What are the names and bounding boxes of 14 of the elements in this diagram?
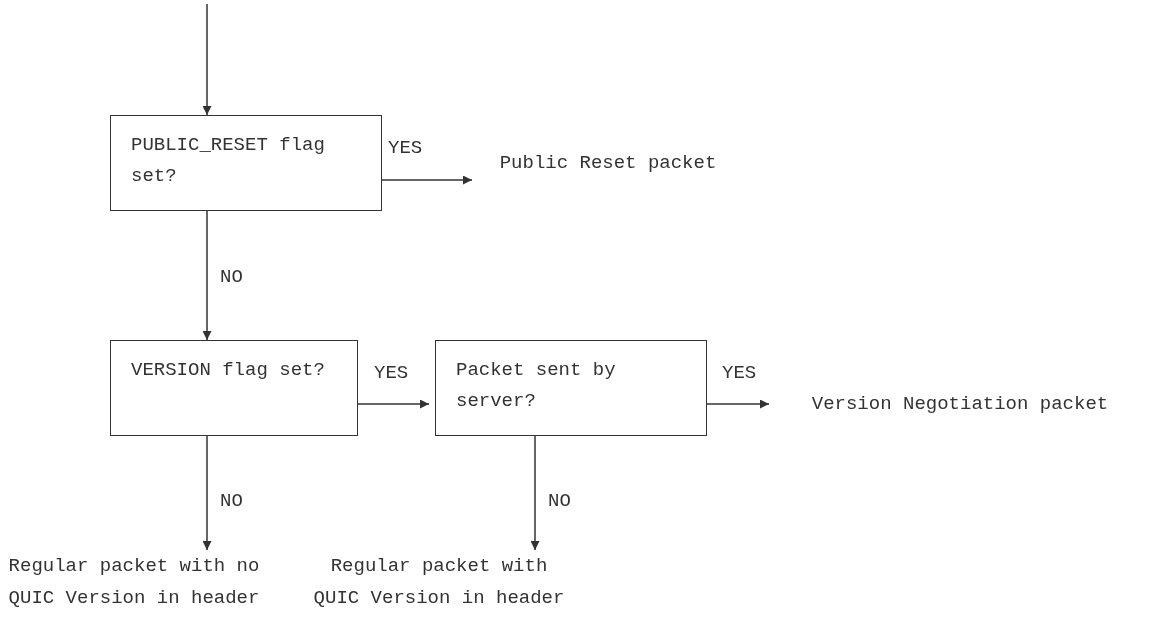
decision-box: VERSION flag set? (110, 340, 358, 436)
arrow (530, 435, 540, 551)
outcome-text: Public Reset packet (478, 147, 738, 179)
decision-box: PUBLIC_RESET flag set? (110, 115, 382, 211)
outcome-text: Regular packet with no QUIC Version in header (0, 550, 268, 614)
arrow (202, 435, 212, 551)
arrow (706, 399, 770, 409)
outcome-text: Version Negotiation packet (775, 388, 1145, 420)
arrow (381, 175, 473, 185)
outcome-text: Regular packet with QUIC Version in header (310, 550, 568, 614)
decision-box: Packet sent by server? (435, 340, 707, 436)
arrow (357, 399, 430, 409)
arrow (202, 3, 212, 116)
arrow (202, 210, 212, 341)
